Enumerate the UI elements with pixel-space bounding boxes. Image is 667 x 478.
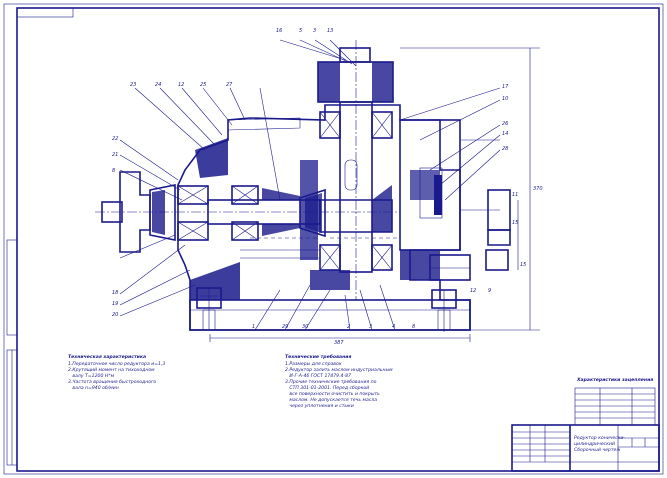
gear-table-heading: Характеристики зацепления [577, 378, 654, 383]
position-label-17: 17 [502, 84, 509, 90]
position-label-10: 10 [502, 96, 509, 102]
drawing-frame [16, 7, 660, 472]
gearbox-housing [177, 104, 471, 331]
position-label-13: 13 [327, 28, 334, 34]
dimension-overall-length: 387 [334, 340, 344, 346]
technical-characteristics-line-2: 2.Крутящий момент на тихоходном [68, 368, 155, 373]
technical-requirements-heading: Технические требования [285, 355, 352, 360]
position-label-2: 2 [347, 324, 351, 330]
position-label-27: 27 [226, 82, 233, 88]
position-label-26: 26 [502, 121, 509, 127]
position-label-5: 5 [299, 28, 303, 34]
position-label-12: 12 [178, 82, 185, 88]
position-label-12b: 12 [470, 288, 477, 294]
position-label-16: 16 [276, 28, 283, 34]
position-label-22: 22 [112, 136, 119, 142]
position-label-8b: 8 [412, 324, 416, 330]
foundation-bolts [196, 287, 457, 332]
position-label-20: 20 [112, 312, 119, 318]
position-label-29: 29 [282, 324, 289, 330]
position-label-25: 25 [200, 82, 207, 88]
technical-requirements-line-2: 2.Редуктор залить маслом индустриальным [285, 368, 393, 373]
margin-strip-upper [6, 239, 18, 336]
position-label-19: 19 [112, 301, 119, 307]
technical-requirements-line-1: 1.Размеры для справок [285, 362, 342, 367]
dimension-lines [209, 47, 540, 342]
dimension-height: 370 [533, 186, 543, 192]
position-label-3b: 3 [369, 324, 373, 330]
title-block-line-3: Сборочный чертеж [574, 448, 621, 453]
horizontal-input-shaft [95, 171, 400, 253]
technical-requirements-line-8: через уплотнения и стыки [285, 404, 354, 409]
position-label-23: 23 [130, 82, 137, 88]
technical-requirements-line-3: И-Г-А-46 ГОСТ 17479.4-87 [285, 374, 351, 379]
title-block-line-2: цилиндрический [574, 442, 615, 447]
technical-requirements-line-7: маслом. Не допускается течь масла [285, 398, 378, 403]
title-block [511, 424, 660, 472]
vertical-output-shaft [317, 40, 394, 300]
title-block-line-1: Редуктор конически- [574, 436, 626, 441]
position-label-28: 28 [502, 146, 509, 152]
sheet-stamp-box [16, 7, 74, 18]
position-label-9: 9 [488, 288, 492, 294]
dimension-side: 15 [520, 262, 527, 268]
gear-characteristics-table [574, 387, 656, 426]
technical-characteristics-line-1: 1.Передаточное число редуктора и=1,3 [68, 362, 166, 367]
position-label-15: 15 [512, 220, 519, 226]
position-label-1: 1 [252, 324, 256, 330]
side-cover-assembly [399, 119, 511, 281]
position-label-24: 24 [155, 82, 162, 88]
position-label-21: 21 [112, 152, 119, 158]
position-label-18: 18 [112, 290, 119, 296]
technical-requirements-line-4: 3.Прочие технические требования по [285, 380, 377, 385]
leader-lines [119, 39, 501, 331]
position-label-8: 8 [112, 168, 116, 174]
technical-requirements-line-5: СТП 301-01-2001. Перед сборкой [285, 386, 370, 391]
technical-characteristics-heading: Техническая характеристика [68, 355, 147, 360]
technical-characteristics-line-3: валу Т=1200 Н*м [68, 374, 115, 379]
position-label-4: 4 [392, 324, 396, 330]
technical-characteristics-line-5: вала n=940 об/мин [68, 386, 119, 391]
technical-requirements-line-6: все поверхности очистить и покрыть [285, 392, 380, 397]
technical-characteristics-line-4: 3.Частота вращения быстроходного [68, 380, 157, 385]
outer-border [3, 3, 664, 475]
position-label-3: 3 [313, 28, 317, 34]
position-label-14: 14 [502, 131, 509, 137]
position-label-11: 11 [512, 192, 519, 198]
position-label-30: 30 [302, 324, 309, 330]
